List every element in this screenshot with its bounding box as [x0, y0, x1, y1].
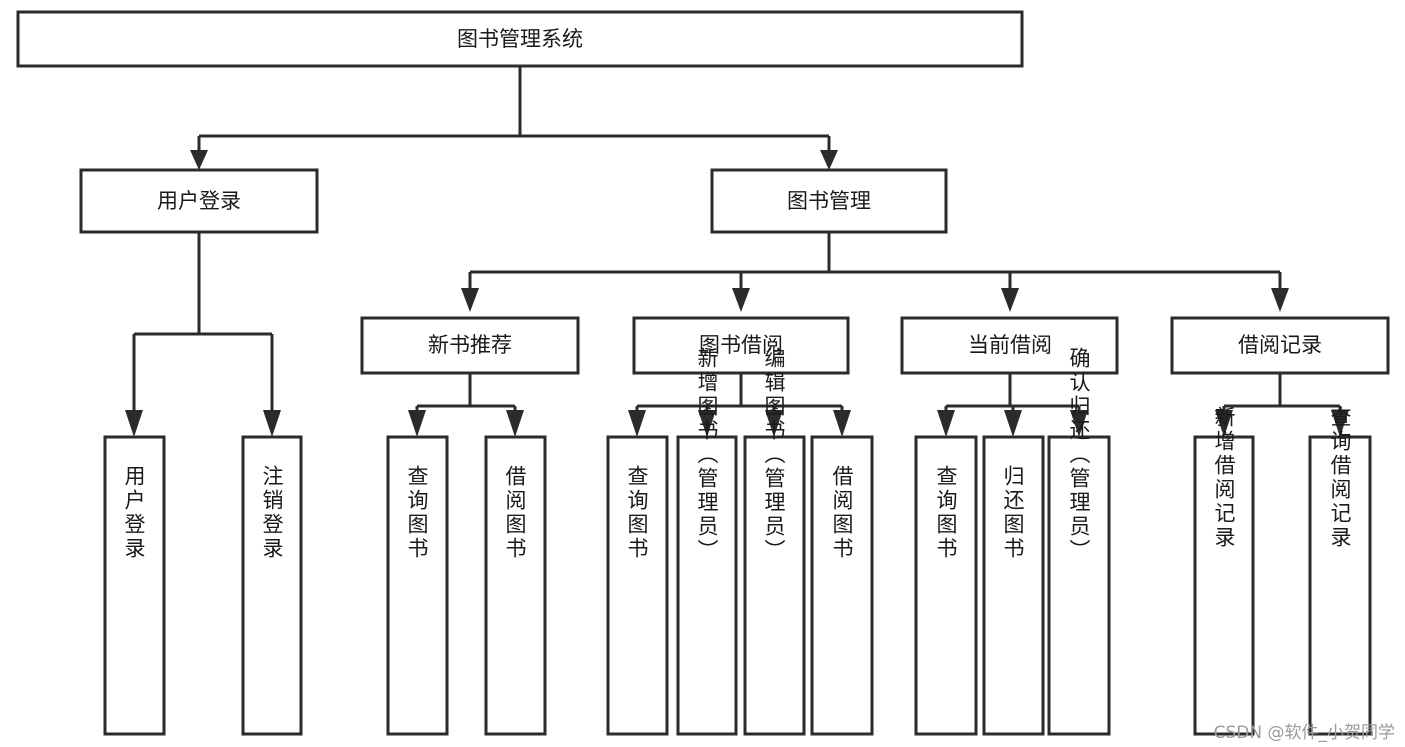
node-leaf-5-box[interactable] — [606, 435, 669, 736]
arrow-head-leaf-9 — [937, 410, 955, 437]
arrow-head-leaf-7 — [765, 410, 783, 437]
node-leaf-12[interactable]: 新增借阅记录 — [1193, 406, 1255, 736]
node-leaf-2-label: 注销登录 — [260, 465, 284, 561]
node-bookmgmt-label: 图书管理 — [787, 189, 871, 213]
node-root-label: 图书管理系统 — [457, 27, 583, 51]
node-login-box[interactable] — [79, 168, 319, 234]
arrow-head-records — [1271, 288, 1289, 312]
node-current[interactable]: 当前借阅 — [900, 316, 1119, 375]
node-current-label: 当前借阅 — [968, 333, 1052, 357]
node-leaf-4[interactable]: 借阅图书 — [484, 435, 547, 736]
node-leaf-9[interactable]: 查询图书 — [914, 435, 978, 736]
node-leaf-4-box[interactable] — [484, 435, 547, 736]
node-records-label: 借阅记录 — [1238, 333, 1322, 357]
arrow-head-leaf-13 — [1331, 410, 1349, 437]
node-borrow-box[interactable] — [632, 316, 850, 375]
node-leaf-8[interactable]: 借阅图书 — [810, 435, 874, 736]
node-login[interactable]: 用户登录 — [79, 168, 319, 234]
node-leaf-8-box[interactable] — [810, 435, 874, 736]
node-leaf-3-box[interactable] — [386, 435, 449, 736]
node-leaf-1-label: 用户登录 — [122, 465, 146, 561]
arrow-head-current — [1001, 288, 1019, 312]
node-leaf-8-label: 借阅图书 — [830, 465, 854, 561]
arrow-head-leaf-3 — [408, 410, 426, 437]
node-leaf-5[interactable]: 查询图书 — [606, 435, 669, 736]
node-records-box[interactable] — [1170, 316, 1390, 375]
connector-layer — [125, 66, 1349, 437]
node-leaf-3-label: 查询图书 — [405, 465, 429, 561]
arrow-head-leaf-10 — [1004, 410, 1022, 437]
node-leaf-10[interactable]: 归还图书 — [982, 435, 1045, 736]
node-borrow[interactable]: 图书借阅 — [632, 316, 850, 375]
node-leaf-12-box[interactable] — [1193, 435, 1255, 736]
node-leaf-7-label: 编辑图书（管理员） — [762, 347, 786, 563]
node-borrow-label: 图书借阅 — [699, 333, 783, 357]
node-leaf-13-box[interactable] — [1308, 435, 1372, 736]
node-leaf-2[interactable]: 注销登录 — [241, 435, 303, 736]
arrow-head-leaf-4 — [506, 410, 524, 437]
arrow-head-newbook — [461, 288, 479, 312]
node-leaf-4-label: 借阅图书 — [503, 465, 527, 561]
node-leaf-11[interactable]: 确认归还（管理员） — [1047, 347, 1111, 736]
arrow-head-bookmgmt — [820, 150, 838, 170]
node-bookmgmt-box[interactable] — [710, 168, 948, 234]
node-login-label: 用户登录 — [157, 189, 241, 213]
node-bookmgmt[interactable]: 图书管理 — [710, 168, 948, 234]
node-leaf-6-box[interactable] — [676, 435, 738, 736]
node-leaf-13-label: 查询借阅记录 — [1328, 406, 1352, 550]
arrow-head-leaf-11 — [1070, 410, 1088, 437]
node-records[interactable]: 借阅记录 — [1170, 316, 1390, 375]
node-leaf-13[interactable]: 查询借阅记录 — [1308, 406, 1372, 736]
node-leaf-6-label: 新增图书（管理员） — [695, 347, 719, 563]
node-leaf-10-label: 归还图书 — [1001, 465, 1025, 561]
node-leaf-11-box[interactable] — [1047, 435, 1111, 736]
arrow-head-login — [190, 150, 208, 170]
node-current-box[interactable] — [900, 316, 1119, 375]
node-leaf-1[interactable]: 用户登录 — [103, 435, 166, 736]
node-leaf-9-label: 查询图书 — [934, 465, 958, 561]
node-newbook[interactable]: 新书推荐 — [360, 316, 580, 375]
arrow-head-borrow — [732, 288, 750, 312]
node-root-box[interactable] — [16, 10, 1024, 68]
arrow-head-leaf-1 — [125, 410, 143, 437]
arrow-head-leaf-8 — [833, 410, 851, 437]
node-leaf-1-box[interactable] — [103, 435, 166, 736]
node-newbook-label: 新书推荐 — [428, 333, 512, 357]
node-leaf-3[interactable]: 查询图书 — [386, 435, 449, 736]
arrow-head-leaf-5 — [628, 410, 646, 437]
node-leaf-2-box[interactable] — [241, 435, 303, 736]
node-leaf-12-label: 新增借阅记录 — [1212, 406, 1236, 550]
node-leaf-11-label: 确认归还（管理员） — [1067, 347, 1091, 563]
arrow-head-leaf-2 — [263, 410, 281, 437]
node-leaf-10-box[interactable] — [982, 435, 1045, 736]
node-root[interactable]: 图书管理系统 — [16, 10, 1024, 68]
arrow-head-leaf-12 — [1215, 410, 1233, 437]
node-newbook-box[interactable] — [360, 316, 580, 375]
node-leaf-5-label: 查询图书 — [625, 465, 649, 561]
node-leaf-7-box[interactable] — [743, 435, 806, 736]
node-leaf-6[interactable]: 新增图书（管理员） — [676, 347, 738, 736]
node-leaf-9-box[interactable] — [914, 435, 978, 736]
node-leaf-7[interactable]: 编辑图书（管理员） — [743, 347, 806, 736]
arrow-head-leaf-6 — [698, 410, 716, 437]
